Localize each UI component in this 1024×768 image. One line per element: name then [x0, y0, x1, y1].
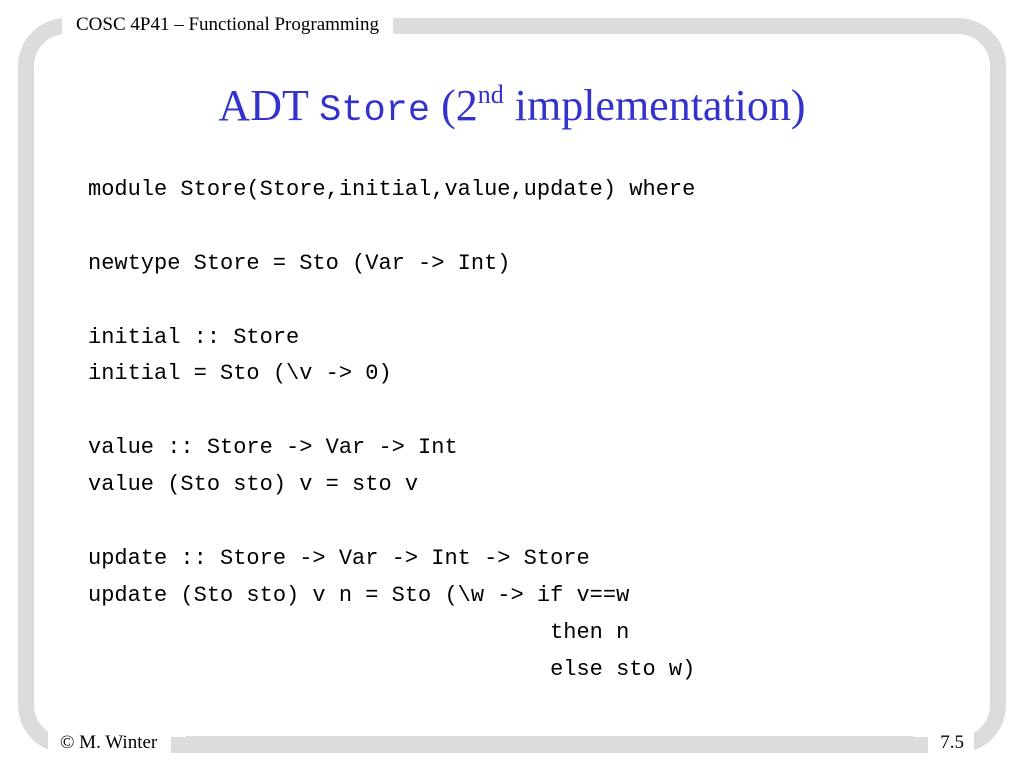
code-line: update (Sto sto) v n = Sto (\w -> if v==…: [88, 582, 630, 608]
title-suffix: implementation): [503, 81, 806, 130]
code-line: value (Sto sto) v = sto v: [88, 472, 419, 498]
title-superscript: nd: [477, 80, 504, 109]
code-block: module Store(Store,initial,value,update)…: [88, 172, 695, 688]
title-prefix: ADT: [218, 81, 309, 130]
title-open: (2: [441, 81, 478, 130]
code-line: initial = Sto (\v -> 0): [88, 361, 392, 387]
code-line: newtype Store = Sto (Var -> Int): [88, 250, 511, 276]
footer-author: © M. Winter: [48, 728, 172, 758]
code-line: initial :: Store: [88, 324, 300, 350]
footer-bar: [186, 736, 914, 751]
code-line: else sto w): [88, 656, 696, 682]
code-line: [88, 504, 695, 541]
title-code-word: Store: [319, 90, 431, 132]
code-line: module Store(Store,initial,value,update)…: [88, 177, 696, 202]
code-line: [88, 209, 695, 246]
course-header: COSC 4P41 – Functional Programming: [62, 10, 393, 40]
page-number: 7.5: [928, 728, 974, 758]
code-line: update :: Store -> Var -> Int -> Store: [88, 545, 590, 571]
code-line: then n: [88, 619, 630, 645]
code-line: [88, 393, 695, 430]
code-line: value :: Store -> Var -> Int: [88, 435, 458, 461]
slide-title: ADT Store (2nd implementation): [0, 78, 1024, 139]
code-line: [88, 283, 695, 320]
